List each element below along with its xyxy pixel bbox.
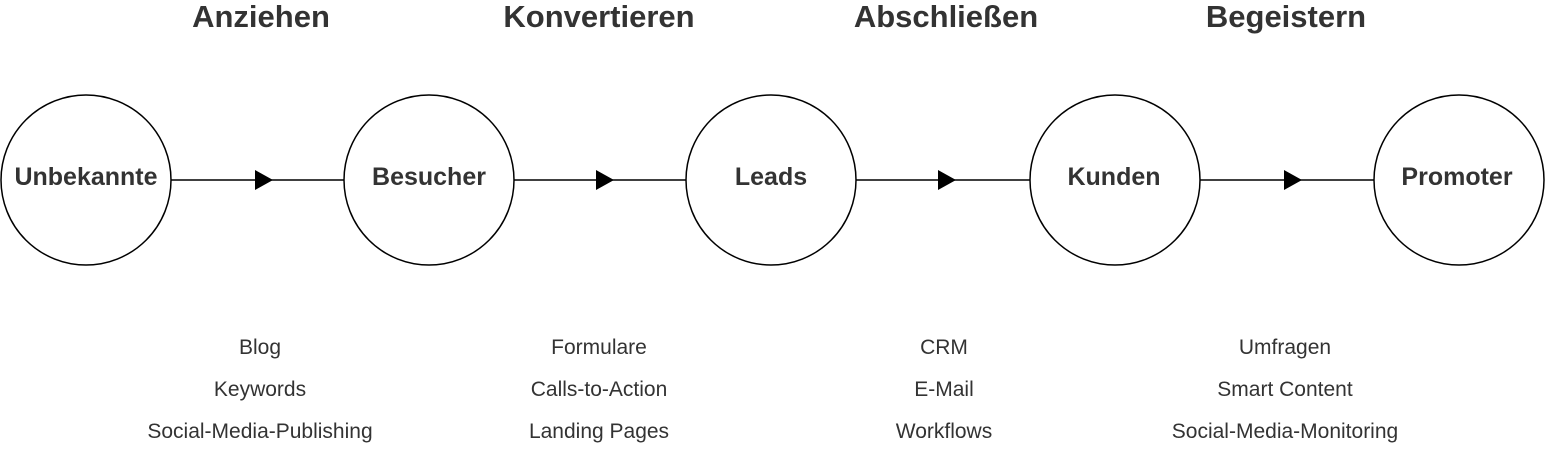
tool-item: Landing Pages (528, 420, 670, 443)
tool-list-konvertieren: Formulare Calls-to-Action Landing Pages (439, 327, 759, 453)
stage-heading-anziehen: Anziehen (192, 0, 330, 34)
arrowhead-icon (938, 170, 956, 190)
node-circle-leads (685, 94, 857, 266)
tool-list-abschliessen: CRM E-Mail Workflows (784, 327, 1104, 453)
tool-list-begeistern: Umfragen Smart Content Social-Media-Moni… (1125, 327, 1445, 453)
node-circle-kunden (1029, 94, 1201, 266)
tool-item: CRM (920, 336, 968, 359)
tool-item: Smart Content (1217, 378, 1353, 401)
node-label-unbekannte: Unbekannte (14, 163, 158, 191)
tool-item: Social-Media-Publishing (147, 420, 373, 443)
stage-heading-konvertieren: Konvertieren (503, 0, 695, 34)
node-label-besucher: Besucher (372, 163, 486, 191)
arrowhead-icon (596, 170, 614, 190)
tool-item: Calls-to-Action (530, 378, 668, 401)
tool-item: Umfragen (1238, 336, 1332, 359)
node-circle-promoter (1373, 94, 1545, 266)
node-circle-unbekannte (0, 94, 172, 266)
node-label-promoter: Promoter (1401, 163, 1513, 191)
tool-list-anziehen: Blog Keywords Social-Media-Publishing (100, 327, 420, 453)
tool-item: Keywords (213, 378, 307, 401)
tool-item: Workflows (895, 420, 993, 443)
arrowhead-icon (1284, 170, 1302, 190)
node-label-leads: Leads (734, 163, 808, 191)
tool-item: Formulare (551, 336, 647, 359)
funnel-flow-diagram (0, 94, 1545, 266)
node-circle-besucher (343, 94, 515, 266)
tool-item: E-Mail (914, 378, 974, 401)
tool-item: Blog (238, 336, 282, 359)
stage-heading-begeistern: Begeistern (1205, 0, 1367, 34)
stage-heading-abschliessen: Abschließen (853, 0, 1039, 34)
tool-item: Social-Media-Monitoring (1171, 420, 1399, 443)
node-label-kunden: Kunden (1067, 163, 1161, 191)
arrowhead-icon (255, 170, 273, 190)
